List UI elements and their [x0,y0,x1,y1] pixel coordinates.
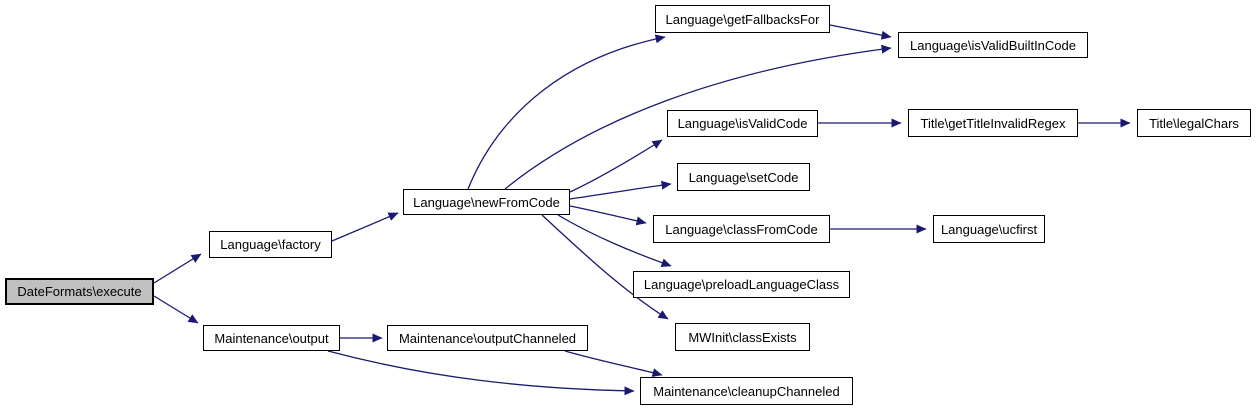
node-language-preloadlanguageclass[interactable]: Language\preloadLanguageClass [633,271,850,298]
node-language-newfromcode[interactable]: Language\newFromCode [403,189,570,215]
edge-factory-newFromCode [331,212,399,242]
edge-getFallbacksFor-isValidBuiltInCode [829,24,892,40]
node-language-setcode[interactable]: Language\setCode [677,163,810,191]
edge-newFromCode-setCode [569,180,672,200]
node-maintenance-cleanupchanneled[interactable]: Maintenance\cleanupChanneled [640,377,853,405]
edge-newFromCode-isValidBuiltInCode [504,44,892,190]
edge-output-cleanupChanneled [327,350,635,396]
node-language-factory[interactable]: Language\factory [209,231,332,258]
node-language-getfallbacksfor[interactable]: Language\getFallbacksFor [655,5,830,33]
edge-outputChanneled-cleanupChanneled [564,350,663,377]
edge-execute-output [153,295,199,324]
node-language-isvalidbuiltincode[interactable]: Language\isValidBuiltInCode [898,32,1088,58]
node-title-gettitleinvalidregex[interactable]: Title\getTitleInvalidRegex [908,109,1078,137]
edge-execute-factory [153,253,202,284]
node-language-ucfirst[interactable]: Language\ucfirst [933,215,1045,243]
node-mwinit-classexists[interactable]: MWInit\classExists [675,323,810,351]
node-language-classfromcode[interactable]: Language\classFromCode [653,215,830,243]
node-language-isvalidcode[interactable]: Language\isValidCode [667,110,818,137]
node-maintenance-output[interactable]: Maintenance\output [203,325,340,351]
edge-newFromCode-getFallbacksFor [467,34,666,190]
node-dateformats-execute[interactable]: DateFormats\execute [5,278,154,305]
node-maintenance-outputchanneled[interactable]: Maintenance\outputChanneled [387,325,588,351]
edge-newFromCode-isValidCode [569,139,663,193]
edge-newFromCode-classFromCode [569,205,647,226]
edge-newFromCode-classExists [541,214,669,320]
edge-newFromCode-preloadLanguageClass [557,214,672,268]
node-title-legalchars[interactable]: Title\legalChars [1137,109,1251,137]
